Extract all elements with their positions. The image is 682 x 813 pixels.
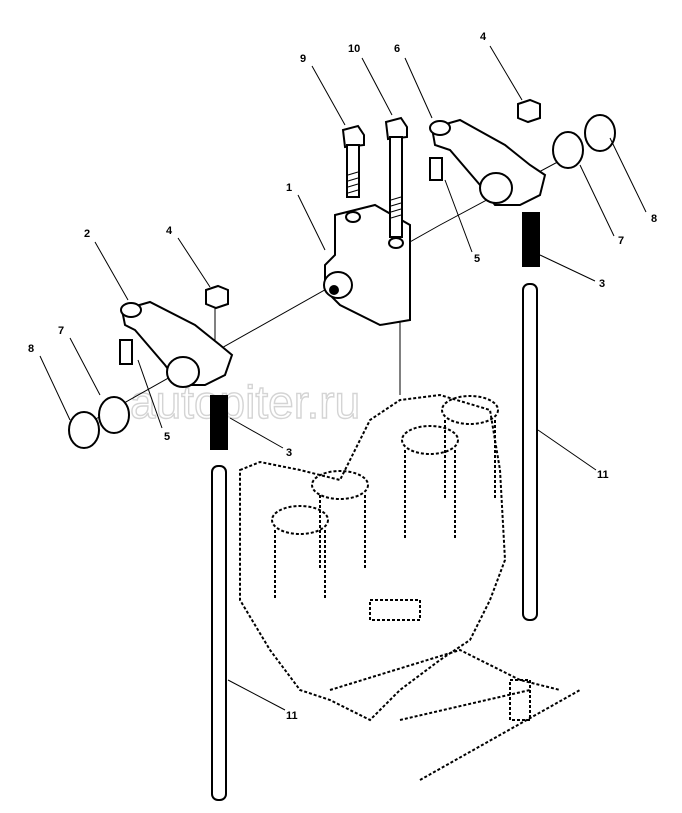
bolt-9 xyxy=(341,124,365,198)
label-4-left: 4 xyxy=(166,225,173,237)
washer-left xyxy=(98,396,130,434)
nut-top xyxy=(517,98,541,124)
pushrod-right xyxy=(522,283,538,621)
rocker-arm-left xyxy=(119,300,234,388)
nut-left xyxy=(205,284,229,310)
label-11-left: 11 xyxy=(286,710,298,722)
spring-left xyxy=(210,395,228,450)
label-8-left: 8 xyxy=(28,343,34,355)
label-7-right: 7 xyxy=(618,235,624,247)
circlip-right xyxy=(584,114,616,152)
label-9: 9 xyxy=(300,53,306,65)
label-3-right: 3 xyxy=(599,278,605,290)
pushrod-left xyxy=(211,465,227,801)
label-1: 1 xyxy=(286,182,292,194)
label-3-left: 3 xyxy=(286,447,292,459)
label-6: 6 xyxy=(394,43,400,55)
spring-right xyxy=(522,212,540,267)
circlip-left xyxy=(68,411,100,449)
label-5-right: 5 xyxy=(474,253,480,265)
cylinder-head xyxy=(239,393,581,781)
rocker-arm-right xyxy=(429,118,547,206)
label-11-right: 11 xyxy=(597,469,609,481)
washer-right xyxy=(552,131,584,169)
label-5-left: 5 xyxy=(164,431,170,443)
watermark: autopiter.ru xyxy=(130,376,360,428)
label-10: 10 xyxy=(348,43,360,55)
label-8-right: 8 xyxy=(651,213,657,225)
label-7-left: 7 xyxy=(58,325,64,337)
label-4-top: 4 xyxy=(480,31,487,43)
bolt-10 xyxy=(384,116,408,238)
label-2: 2 xyxy=(84,228,90,240)
